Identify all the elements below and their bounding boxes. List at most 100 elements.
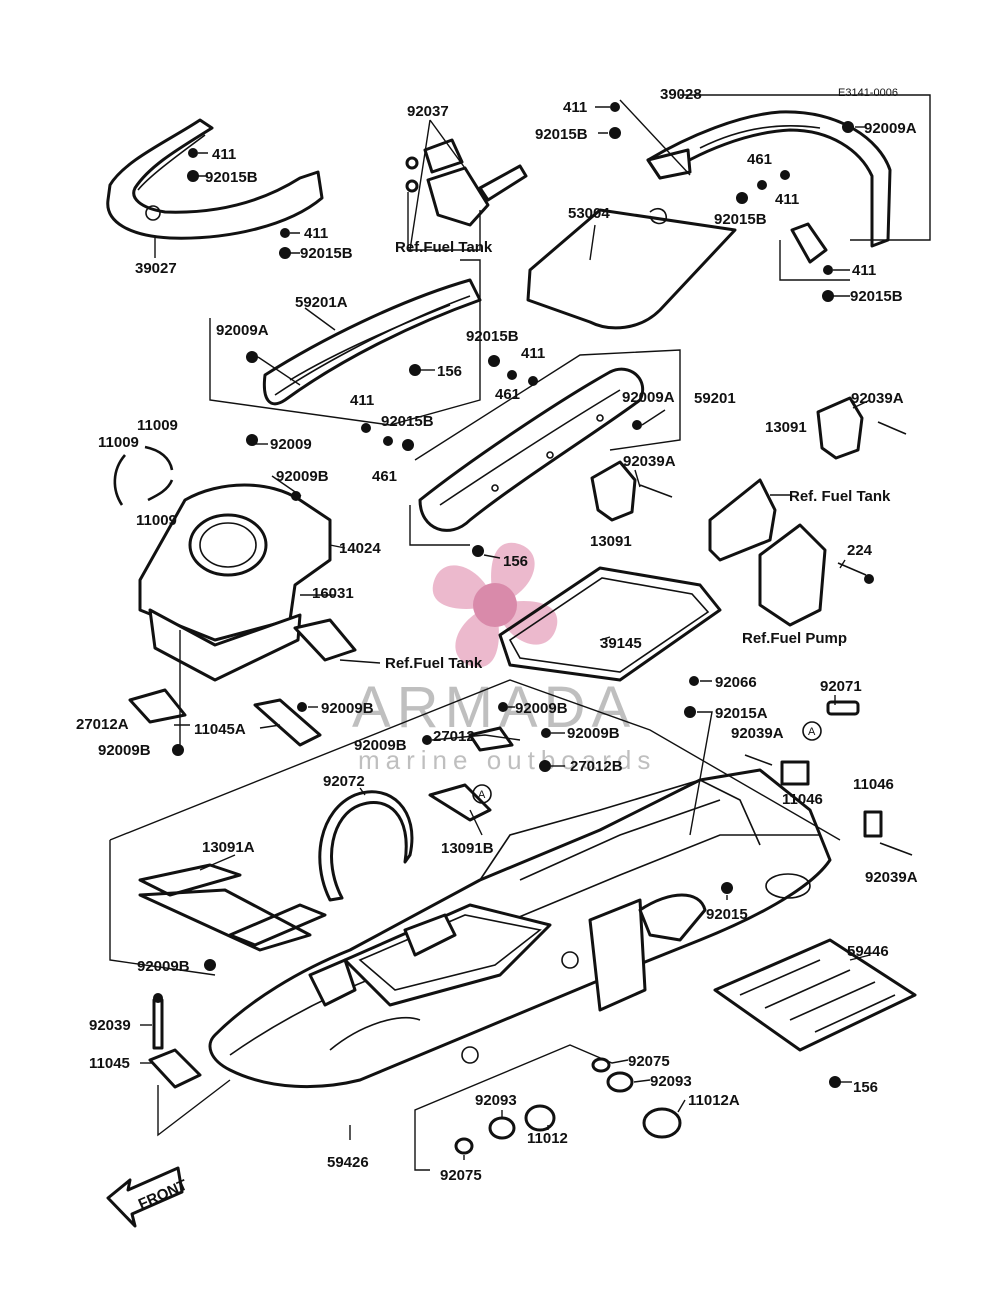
propeller-logo-icon (432, 542, 558, 668)
label-411-a: 411 (212, 146, 236, 163)
label-92039a-c: 92039A (731, 725, 784, 742)
label-92039a-d: 92039A (865, 869, 918, 886)
label-411-f: 411 (521, 345, 545, 362)
part-drawings: FRONT A A (106, 102, 917, 1228)
part-labels: 39027 411 92015B 411 92015B 92037 Ref.Fu… (76, 86, 918, 1184)
label-13091b: 13091B (441, 840, 494, 857)
label-461-c: 461 (372, 468, 397, 485)
front-arrow-icon: FRONT (106, 1166, 190, 1228)
label-411-d: 411 (775, 191, 799, 208)
intake-parts-drawing (454, 1057, 682, 1155)
label-92039: 92039 (89, 1017, 131, 1034)
label-411-g: 411 (350, 392, 374, 409)
label-92072: 92072 (323, 773, 365, 790)
label-156-b: 156 (503, 553, 528, 570)
label-92015b-g: 92015B (381, 413, 434, 430)
label-14024: 14024 (339, 540, 381, 557)
label-92093-a: 92093 (650, 1073, 692, 1090)
label-92015: 92015 (706, 906, 748, 923)
mat-53004-drawing (526, 208, 737, 330)
label-156-c: 156 (853, 1079, 878, 1096)
drawing-code: E3141-0006 (838, 87, 898, 99)
fuel-pump-bracket-drawing (708, 478, 827, 627)
label-92015b-b: 92015B (300, 245, 353, 262)
label-411-c: 411 (563, 99, 587, 116)
clips-11009-drawing (113, 445, 174, 506)
label-11046-b: 11046 (853, 776, 894, 793)
label-92009a-c: 92009A (622, 389, 675, 406)
label-92037: 92037 (407, 103, 449, 120)
label-461-a: 461 (747, 151, 772, 168)
label-92009a-b: 92009A (216, 322, 269, 339)
label-13091a: 13091A (202, 839, 255, 856)
label-39027: 39027 (135, 260, 177, 277)
label-92009b-c: 92009B (321, 700, 374, 717)
label-59446: 59446 (847, 943, 889, 960)
circle-a-text-2: A (808, 726, 816, 738)
label-92075-a: 92075 (628, 1053, 670, 1070)
label-11009-b: 11009 (98, 434, 139, 451)
label-92039a-a: 92039A (623, 453, 676, 470)
label-461-b: 461 (495, 386, 520, 403)
label-92015b-c: 92015B (535, 126, 588, 143)
label-11046-a: 11046 (782, 791, 823, 808)
label-92009a-a: 92009A (864, 120, 917, 137)
plate-13091a-drawing (138, 863, 327, 952)
label-92009b-g: 92009B (137, 958, 190, 975)
label-156-a: 156 (437, 363, 462, 380)
hood-59201a-drawing (262, 278, 482, 406)
label-92009b-e: 92009B (354, 737, 407, 754)
label-27012: 27012 (433, 728, 475, 745)
label-92015a: 92015A (715, 705, 768, 722)
label-53004: 53004 (568, 205, 610, 222)
label-92015b-d: 92015B (714, 211, 767, 228)
label-59201a: 59201A (295, 294, 348, 311)
label-92093-b: 92093 (475, 1092, 517, 1109)
label-92066: 92066 (715, 674, 757, 691)
label-92009-a: 92009 (270, 436, 312, 453)
label-ref-fuel-tank-1: Ref.Fuel Tank (395, 239, 493, 256)
cleat-11045-drawing (148, 998, 202, 1089)
label-92009b-f: 92009B (567, 725, 620, 742)
hood-59201-drawing (418, 367, 645, 532)
label-224: 224 (847, 542, 873, 559)
label-ref-fuel-tank-2: Ref.Fuel Tank (385, 655, 483, 672)
strap-92072-drawing (318, 790, 414, 902)
gasket-39145-drawing (498, 566, 722, 682)
label-59426: 59426 (327, 1154, 369, 1171)
label-27012b: 27012B (570, 758, 623, 775)
fasteners-drawing (128, 102, 913, 1088)
watermark-tagline: marine outboards (358, 745, 656, 775)
label-92039a-b: 92039A (851, 390, 904, 407)
handle-39027-drawing (106, 118, 324, 240)
label-11012: 11012 (527, 1130, 568, 1147)
label-11009-a: 11009 (137, 417, 178, 434)
label-92015b-f: 92015B (466, 328, 519, 345)
label-ref-fuel-pump: Ref.Fuel Pump (742, 630, 847, 647)
label-92009b-b: 92009B (98, 742, 151, 759)
grate-59446-drawing (713, 938, 917, 1052)
tank-cover-14024-drawing (138, 483, 332, 682)
hull-59426-drawing (208, 768, 832, 1089)
label-92075-b: 92075 (440, 1167, 482, 1184)
label-11009-c: 11009 (136, 512, 177, 529)
label-59201: 59201 (694, 390, 736, 407)
label-39028: 39028 (660, 86, 702, 103)
label-ref-fuel-tank-3: Ref. Fuel Tank (789, 488, 891, 505)
label-11045a: 11045A (194, 721, 246, 738)
circle-a-marker-2: A (802, 721, 822, 741)
handle-39028-drawing (646, 110, 892, 264)
label-92009b-a: 92009B (276, 468, 329, 485)
label-27012a: 27012A (76, 716, 129, 733)
label-92015b-e: 92015B (850, 288, 903, 305)
label-92009b-d: 92009B (515, 700, 568, 717)
label-411-e: 411 (852, 262, 876, 279)
label-16031: 16031 (312, 585, 354, 602)
label-11012a: 11012A (688, 1092, 740, 1109)
fuel-valve-92037-drawing (405, 138, 528, 227)
label-411-b: 411 (304, 225, 328, 242)
label-92015b-a: 92015B (205, 169, 258, 186)
label-11045: 11045 (89, 1055, 130, 1072)
circle-a-marker-1: A (472, 784, 492, 804)
